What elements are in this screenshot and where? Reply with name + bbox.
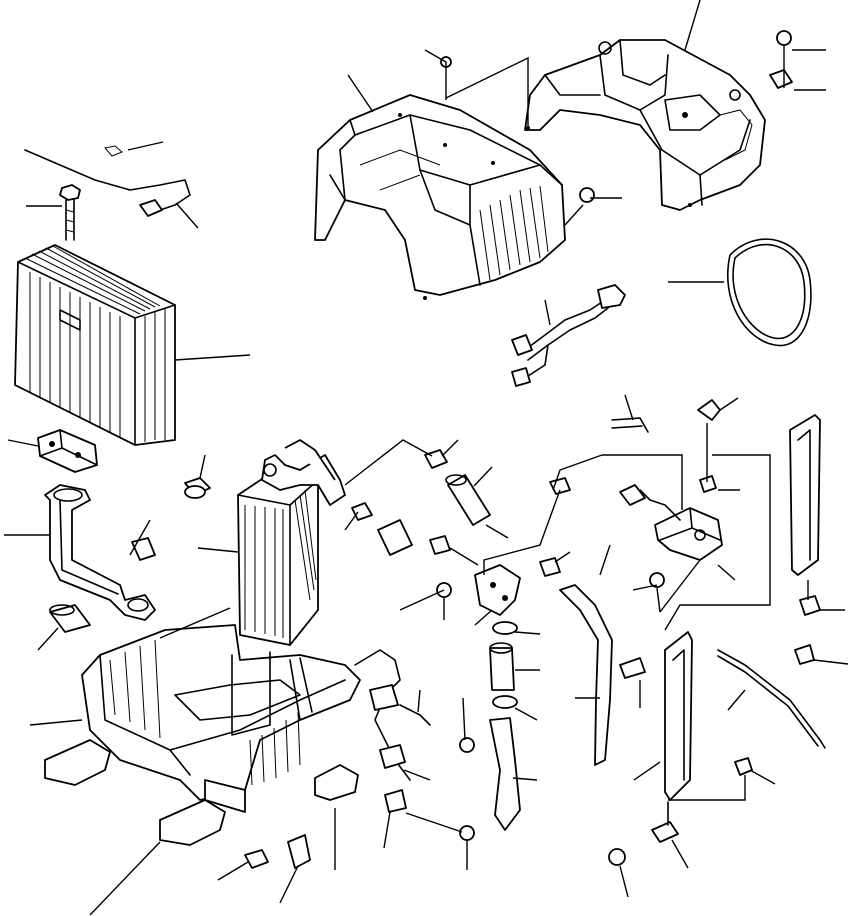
leader-lines (4, 0, 849, 916)
upper-case-rear (524, 39, 766, 211)
mode-door (619, 631, 826, 843)
seal-ring (49, 537, 156, 633)
hose-clamp (184, 485, 518, 709)
blower-harness (511, 284, 626, 387)
door-link-rod-small (611, 417, 649, 433)
expansion-valve (37, 429, 98, 473)
drain-hose (377, 474, 613, 831)
clip (184, 69, 821, 869)
heater-core (237, 439, 346, 646)
door-link-rod (354, 649, 431, 813)
evaporator-core (14, 244, 176, 446)
servo-motor (619, 484, 723, 561)
upper-case-front (314, 94, 566, 300)
air-mix-door (789, 414, 821, 576)
seal-ring-large (726, 238, 812, 347)
thermistor-wire (24, 145, 191, 217)
lower-case (44, 624, 361, 846)
screw (436, 30, 792, 866)
pipe-elbow (44, 484, 156, 621)
bolt (59, 184, 81, 241)
